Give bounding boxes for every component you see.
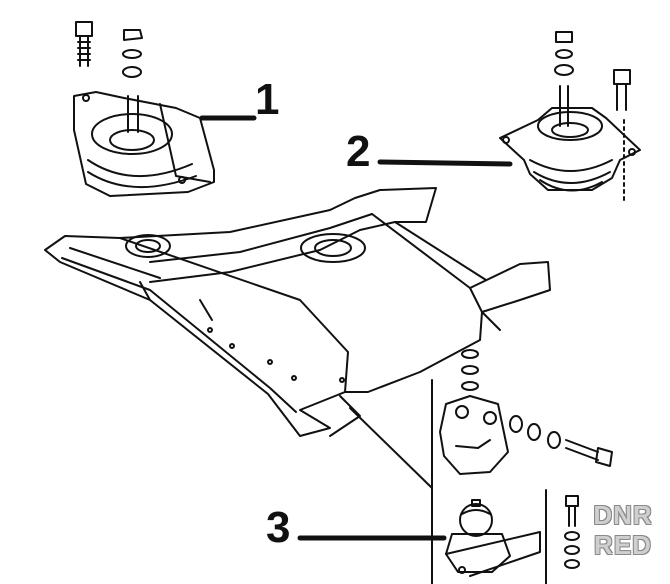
subframe bbox=[44, 187, 551, 437]
leader-lines bbox=[199, 115, 513, 541]
watermark-line-2: RED bbox=[594, 530, 652, 560]
watermark-logo: DNR RED bbox=[583, 500, 663, 562]
leader-line-2 bbox=[377, 159, 513, 167]
callout-label-1: 1 bbox=[255, 75, 280, 124]
mount-1 bbox=[73, 21, 215, 197]
callout-label-3: 3 bbox=[266, 503, 291, 552]
callout-label-2: 2 bbox=[346, 127, 371, 176]
mount-2 bbox=[499, 31, 641, 201]
mount-3 bbox=[349, 349, 613, 584]
watermark-line-1: DNR bbox=[593, 500, 653, 530]
